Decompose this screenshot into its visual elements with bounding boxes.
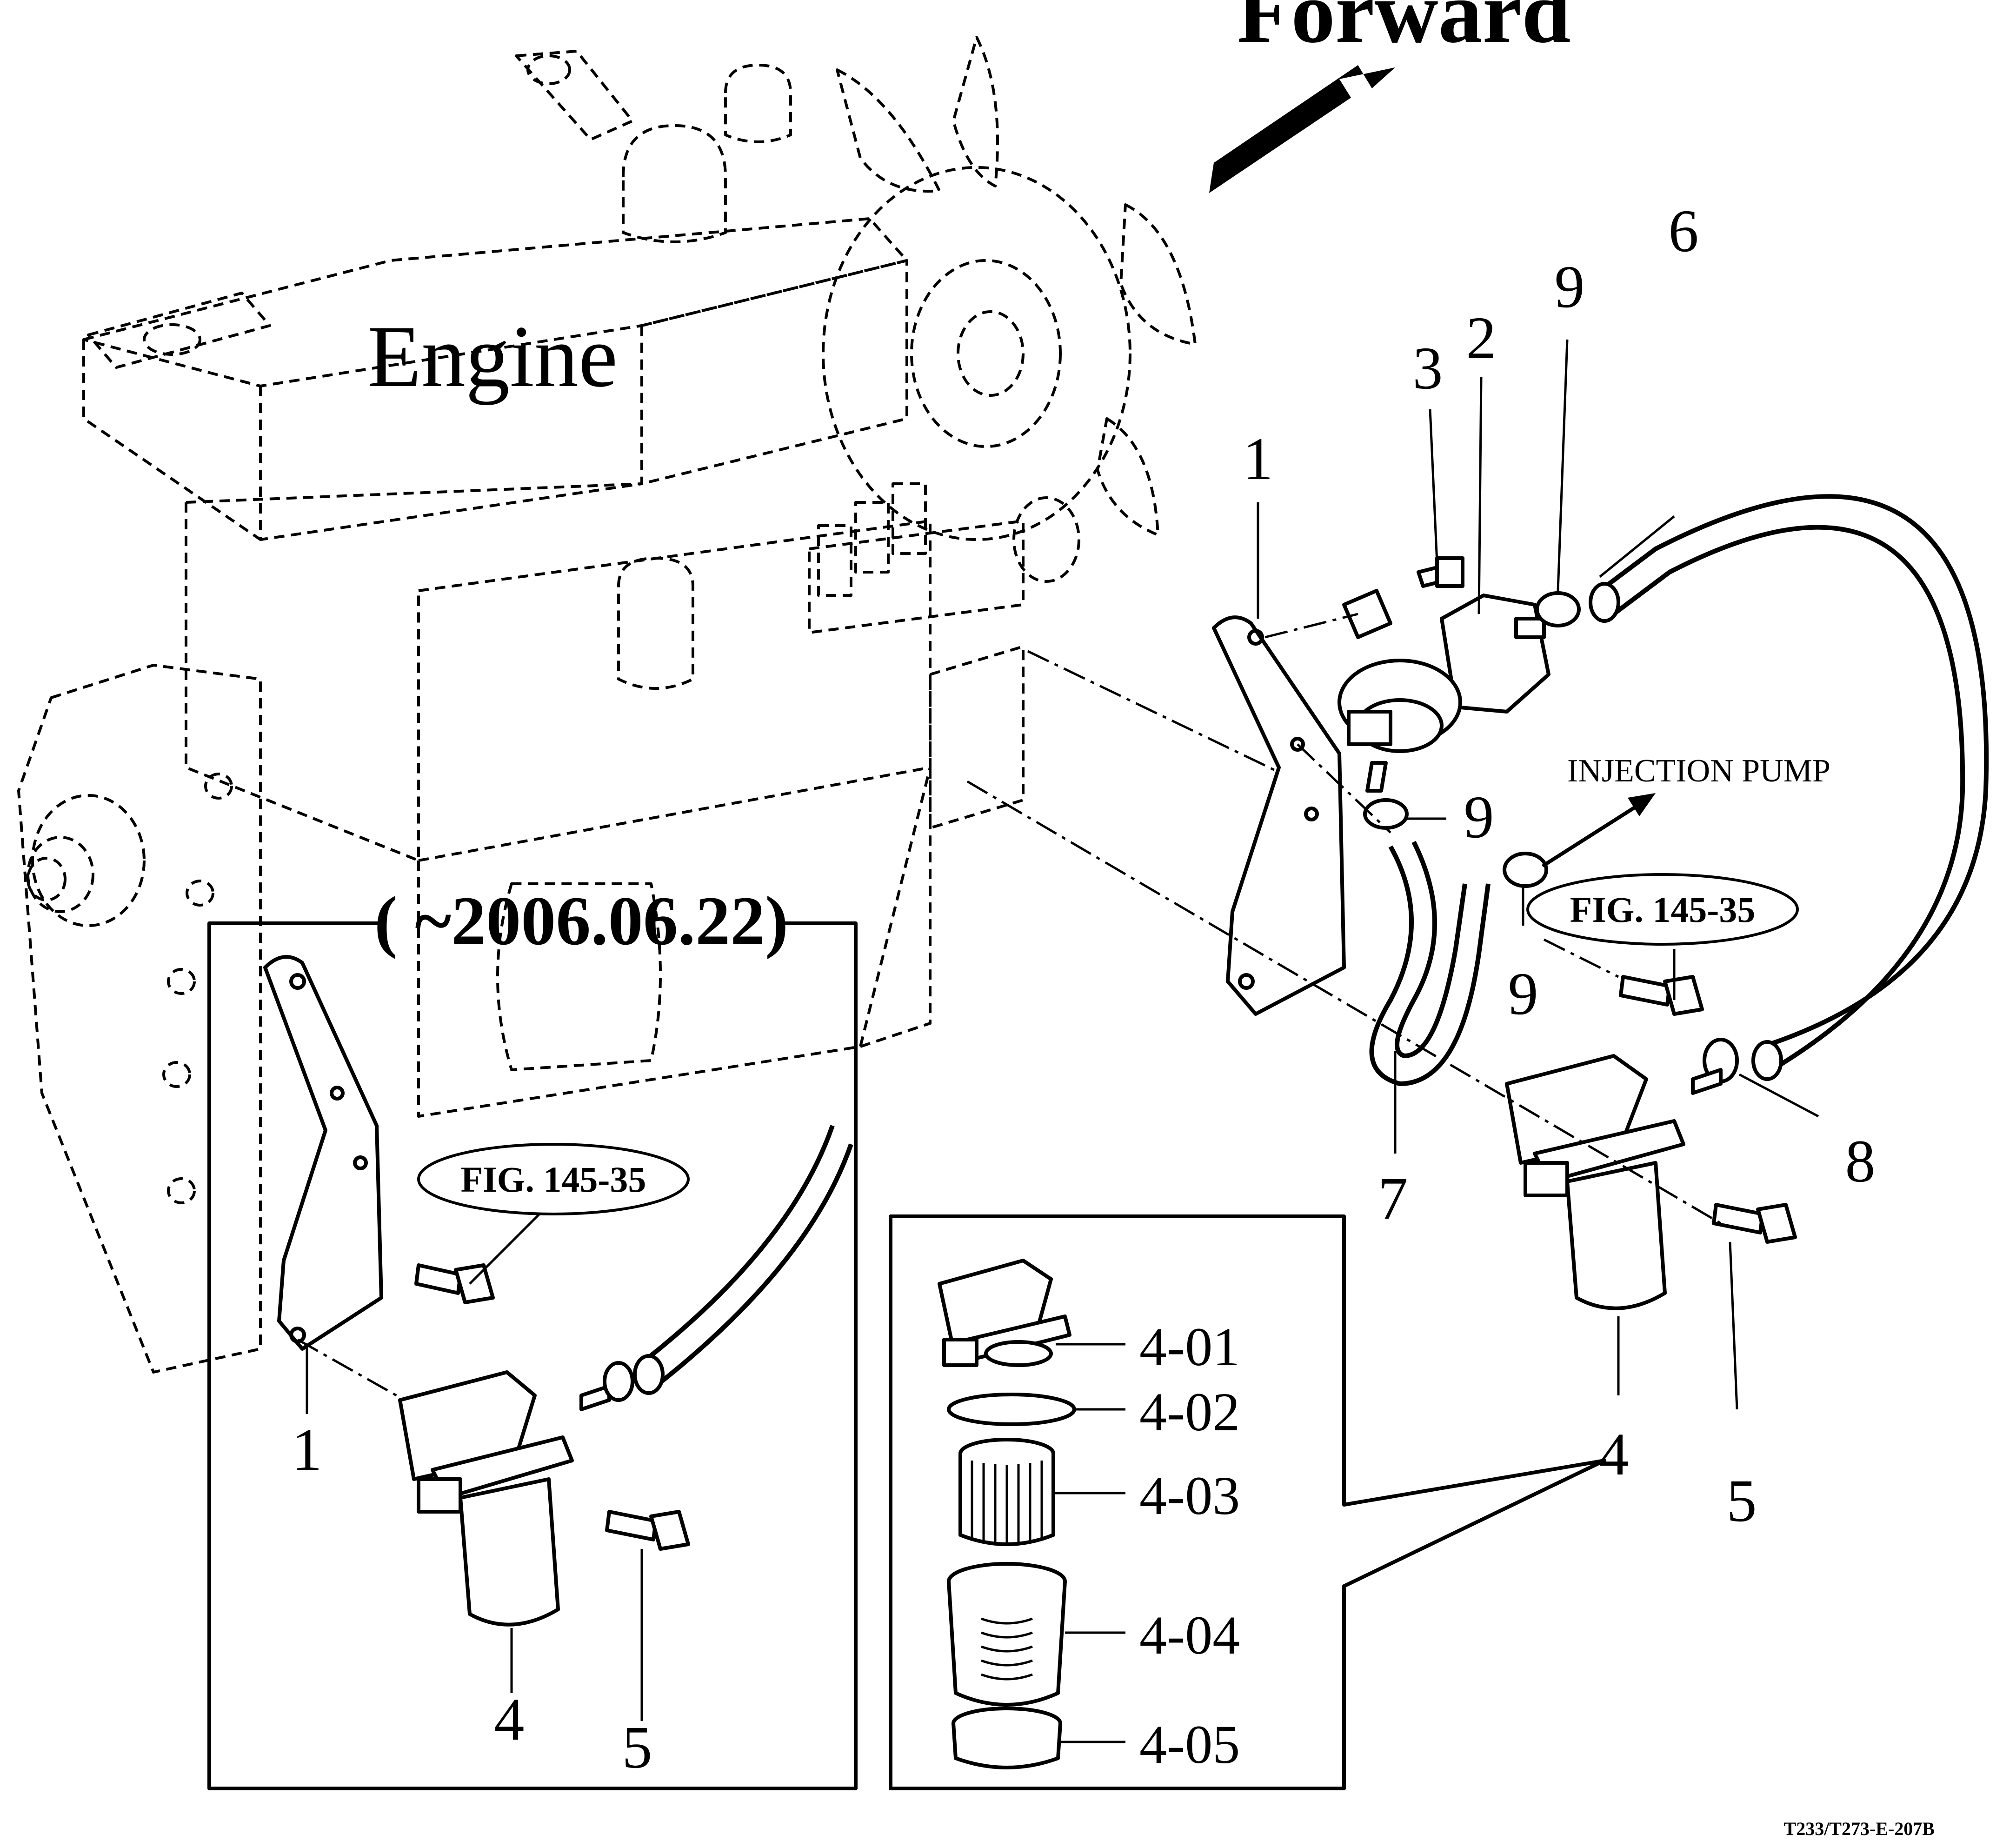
fuel-feed-pump [1338,589,1550,793]
callout-7: 7 [1378,1165,1408,1232]
callout-9b: 9 [1464,784,1494,851]
inset-early-filter [398,1361,634,1627]
filter-breakdown-leaders [1053,1343,1125,1743]
forward-arrow-icon [1209,65,1395,193]
injection-pump-label: INJECTION PUMP [1567,753,1830,789]
filter-part-4-01-drawing [938,1259,1071,1367]
callout-2: 2 [1466,305,1497,372]
callout-5: 5 [1727,1468,1757,1534]
inset-early-model-box [207,921,858,1790]
fig-ref-inset [417,1143,690,1215]
inset-early-bolts [414,1263,690,1551]
main-bracket [1212,615,1346,1016]
fuel-hose-6 [1589,494,1989,1081]
fig-ref-main [1526,873,1799,946]
filter-part-4-05-drawing [952,1707,1062,1769]
filter-part-4-02-drawing [947,1393,1076,1426]
drawing-code: T233/T273-E-207B [1784,1818,1935,1839]
callout-3: 3 [1413,335,1443,402]
callout-1: 1 [1243,426,1273,493]
filter-part-4-04-drawing [947,1562,1067,1707]
callout-4-04: 4-04 [1139,1605,1240,1666]
inset-filter-breakdown-box [889,1214,1606,1790]
fuel-filter [1505,1054,1723,1310]
inset-date-label: ( ~2006.06.22) [374,882,788,960]
callout-6: 6 [1669,198,1699,265]
injection-pump-arrow-icon [1542,793,1656,867]
forward-label: Forward [1237,0,1571,61]
hose-clamps [1363,591,1739,1083]
assembly-centerlines [966,613,1722,1225]
fuel-hose-7 [1369,841,1491,1086]
inset-early-bracket [263,955,383,1351]
callout-4-03: 4-03 [1139,1465,1240,1526]
callout-4-02: 4-02 [1139,1381,1240,1442]
engine-outline [17,36,1197,1374]
callout-4-01: 4-01 [1139,1316,1240,1377]
inset-callout-4: 4 [494,1686,525,1753]
callout-4: 4 [1599,1421,1629,1488]
inset-callout-1: 1 [292,1416,322,1483]
fig-ref-main-label: FIG. 145-35 [1570,889,1756,930]
callout-4-05: 4-05 [1139,1714,1240,1775]
bolt-3 [1417,556,1464,588]
callout-9c: 9 [1508,961,1538,1027]
callout-9a: 9 [1555,254,1585,320]
main-leader-lines [1257,339,1819,1410]
filter-part-4-03-drawing [958,1438,1055,1546]
callout-8: 8 [1845,1128,1876,1195]
inset-callout-5: 5 [622,1714,652,1781]
inset-early-hose [633,1125,853,1395]
engine-label: Engine [367,308,618,406]
inset-early-leaders [297,1213,643,1721]
fig-ref-inset-label: FIG. 145-35 [461,1159,646,1200]
